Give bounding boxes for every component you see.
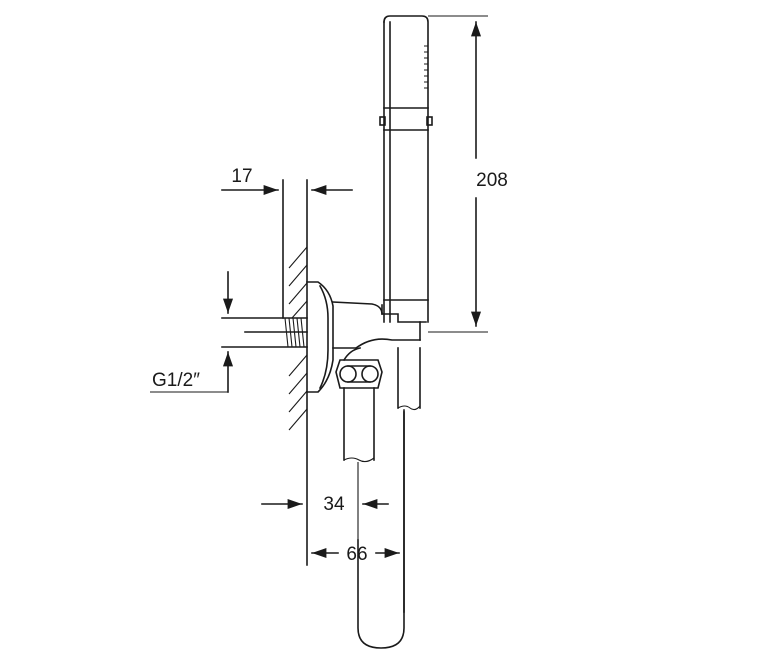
wall-flange [306,281,334,393]
wall-section [282,179,308,566]
wall-hatching [288,246,308,431]
thread-connector [221,317,308,348]
dim-wall-offset: 17 [221,166,353,196]
dim-label-34: 34 [323,494,345,515]
dim-outlet-offset: 34 [261,462,389,540]
button-left-nub [379,116,386,126]
valve-knob [335,359,383,389]
shower-hose [357,347,421,649]
dim-label-208: 208 [476,170,508,191]
outlet-pipe [343,387,375,463]
dim-label-thread: G1/2″ [152,370,200,391]
dim-label-17: 17 [231,166,252,187]
spray-nozzles [424,45,428,89]
valve-knob-ring [361,365,379,383]
dim-handshower-length: 208 [428,15,508,333]
hand-shower [379,15,433,323]
dim-thread: G1/2″ [150,271,234,393]
button-right-nub [426,116,433,126]
dim-label-66: 66 [346,544,367,565]
valve-knob-ring [339,365,357,383]
dim-total-depth: 66 [311,544,400,565]
elbow-body [332,301,427,362]
